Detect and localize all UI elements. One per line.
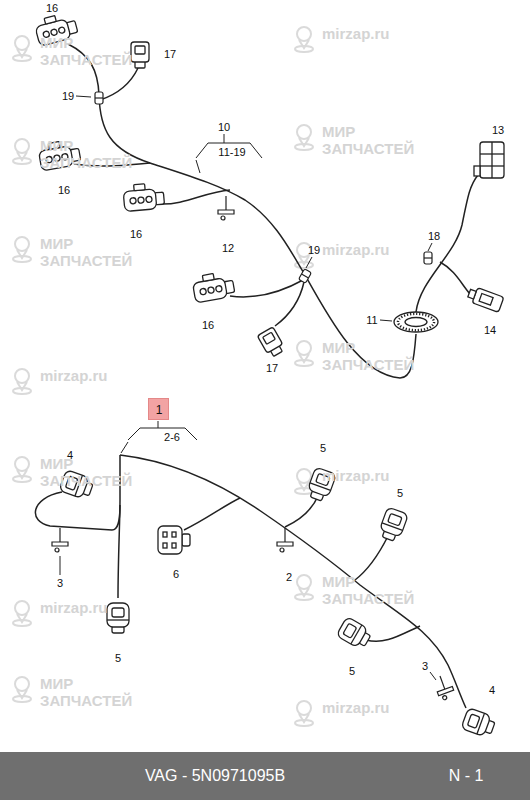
watermark: МИР ЗАПЧАСТЕЙ bbox=[322, 574, 414, 607]
watermark: mirzap.ru bbox=[40, 368, 108, 385]
highlight-box: 1 bbox=[148, 398, 169, 420]
callout-number: 16 bbox=[130, 229, 142, 240]
watermark: mirzap.ru bbox=[322, 700, 390, 717]
part-number: N - 1 bbox=[449, 768, 484, 784]
watermark: МИР ЗАПЧАСТЕЙ bbox=[40, 456, 132, 489]
callout-number: 2 bbox=[286, 572, 292, 583]
callout-number: 14 bbox=[484, 325, 496, 336]
watermark: МИР ЗАПЧАСТЕЙ bbox=[40, 35, 132, 68]
watermark: mirzap.ru bbox=[322, 26, 390, 43]
callout-number: 6 bbox=[173, 569, 179, 580]
callout-number: 16 bbox=[58, 185, 70, 196]
callout-number: 17 bbox=[164, 49, 176, 60]
callout-number: 16 bbox=[46, 3, 58, 14]
callout-number: 5 bbox=[397, 488, 403, 499]
callout-number: 5 bbox=[320, 443, 326, 454]
part-number: VAG - 5N0971095B bbox=[145, 768, 285, 784]
callout-number: 2-6 bbox=[164, 432, 180, 443]
callout-number: 19 bbox=[62, 91, 74, 102]
callout-number: 4 bbox=[489, 685, 495, 696]
callout-number: 11 bbox=[366, 315, 377, 326]
watermark: mirzap.ru bbox=[322, 242, 390, 259]
callout-number: 17 bbox=[266, 363, 278, 374]
callout-number: 5 bbox=[115, 653, 121, 664]
watermark: mirzap.ru bbox=[322, 468, 390, 485]
watermark: МИР ЗАПЧАСТЕЙ bbox=[322, 124, 414, 157]
watermark: МИР ЗАПЧАСТЕЙ bbox=[322, 340, 414, 373]
callout-number: 11-19 bbox=[218, 147, 245, 158]
callout-number: 10 bbox=[218, 122, 230, 133]
callout-number: 3 bbox=[422, 661, 428, 672]
callout-number: 5 bbox=[349, 666, 355, 677]
watermark: МИР ЗАПЧАСТЕЙ bbox=[40, 676, 132, 709]
callout-number: 18 bbox=[428, 231, 440, 242]
callout-number: 12 bbox=[222, 243, 234, 254]
callout-number: 16 bbox=[202, 320, 214, 331]
watermark: МИР ЗАПЧАСТЕЙ bbox=[40, 138, 132, 171]
callout-number: 19 bbox=[308, 245, 320, 256]
callout-number: 1 bbox=[156, 404, 161, 416]
watermark: МИР ЗАПЧАСТЕЙ bbox=[40, 236, 132, 269]
callout-number: 3 bbox=[57, 578, 63, 589]
callout-number: 13 bbox=[492, 125, 504, 136]
watermark: mirzap.ru bbox=[40, 600, 108, 617]
